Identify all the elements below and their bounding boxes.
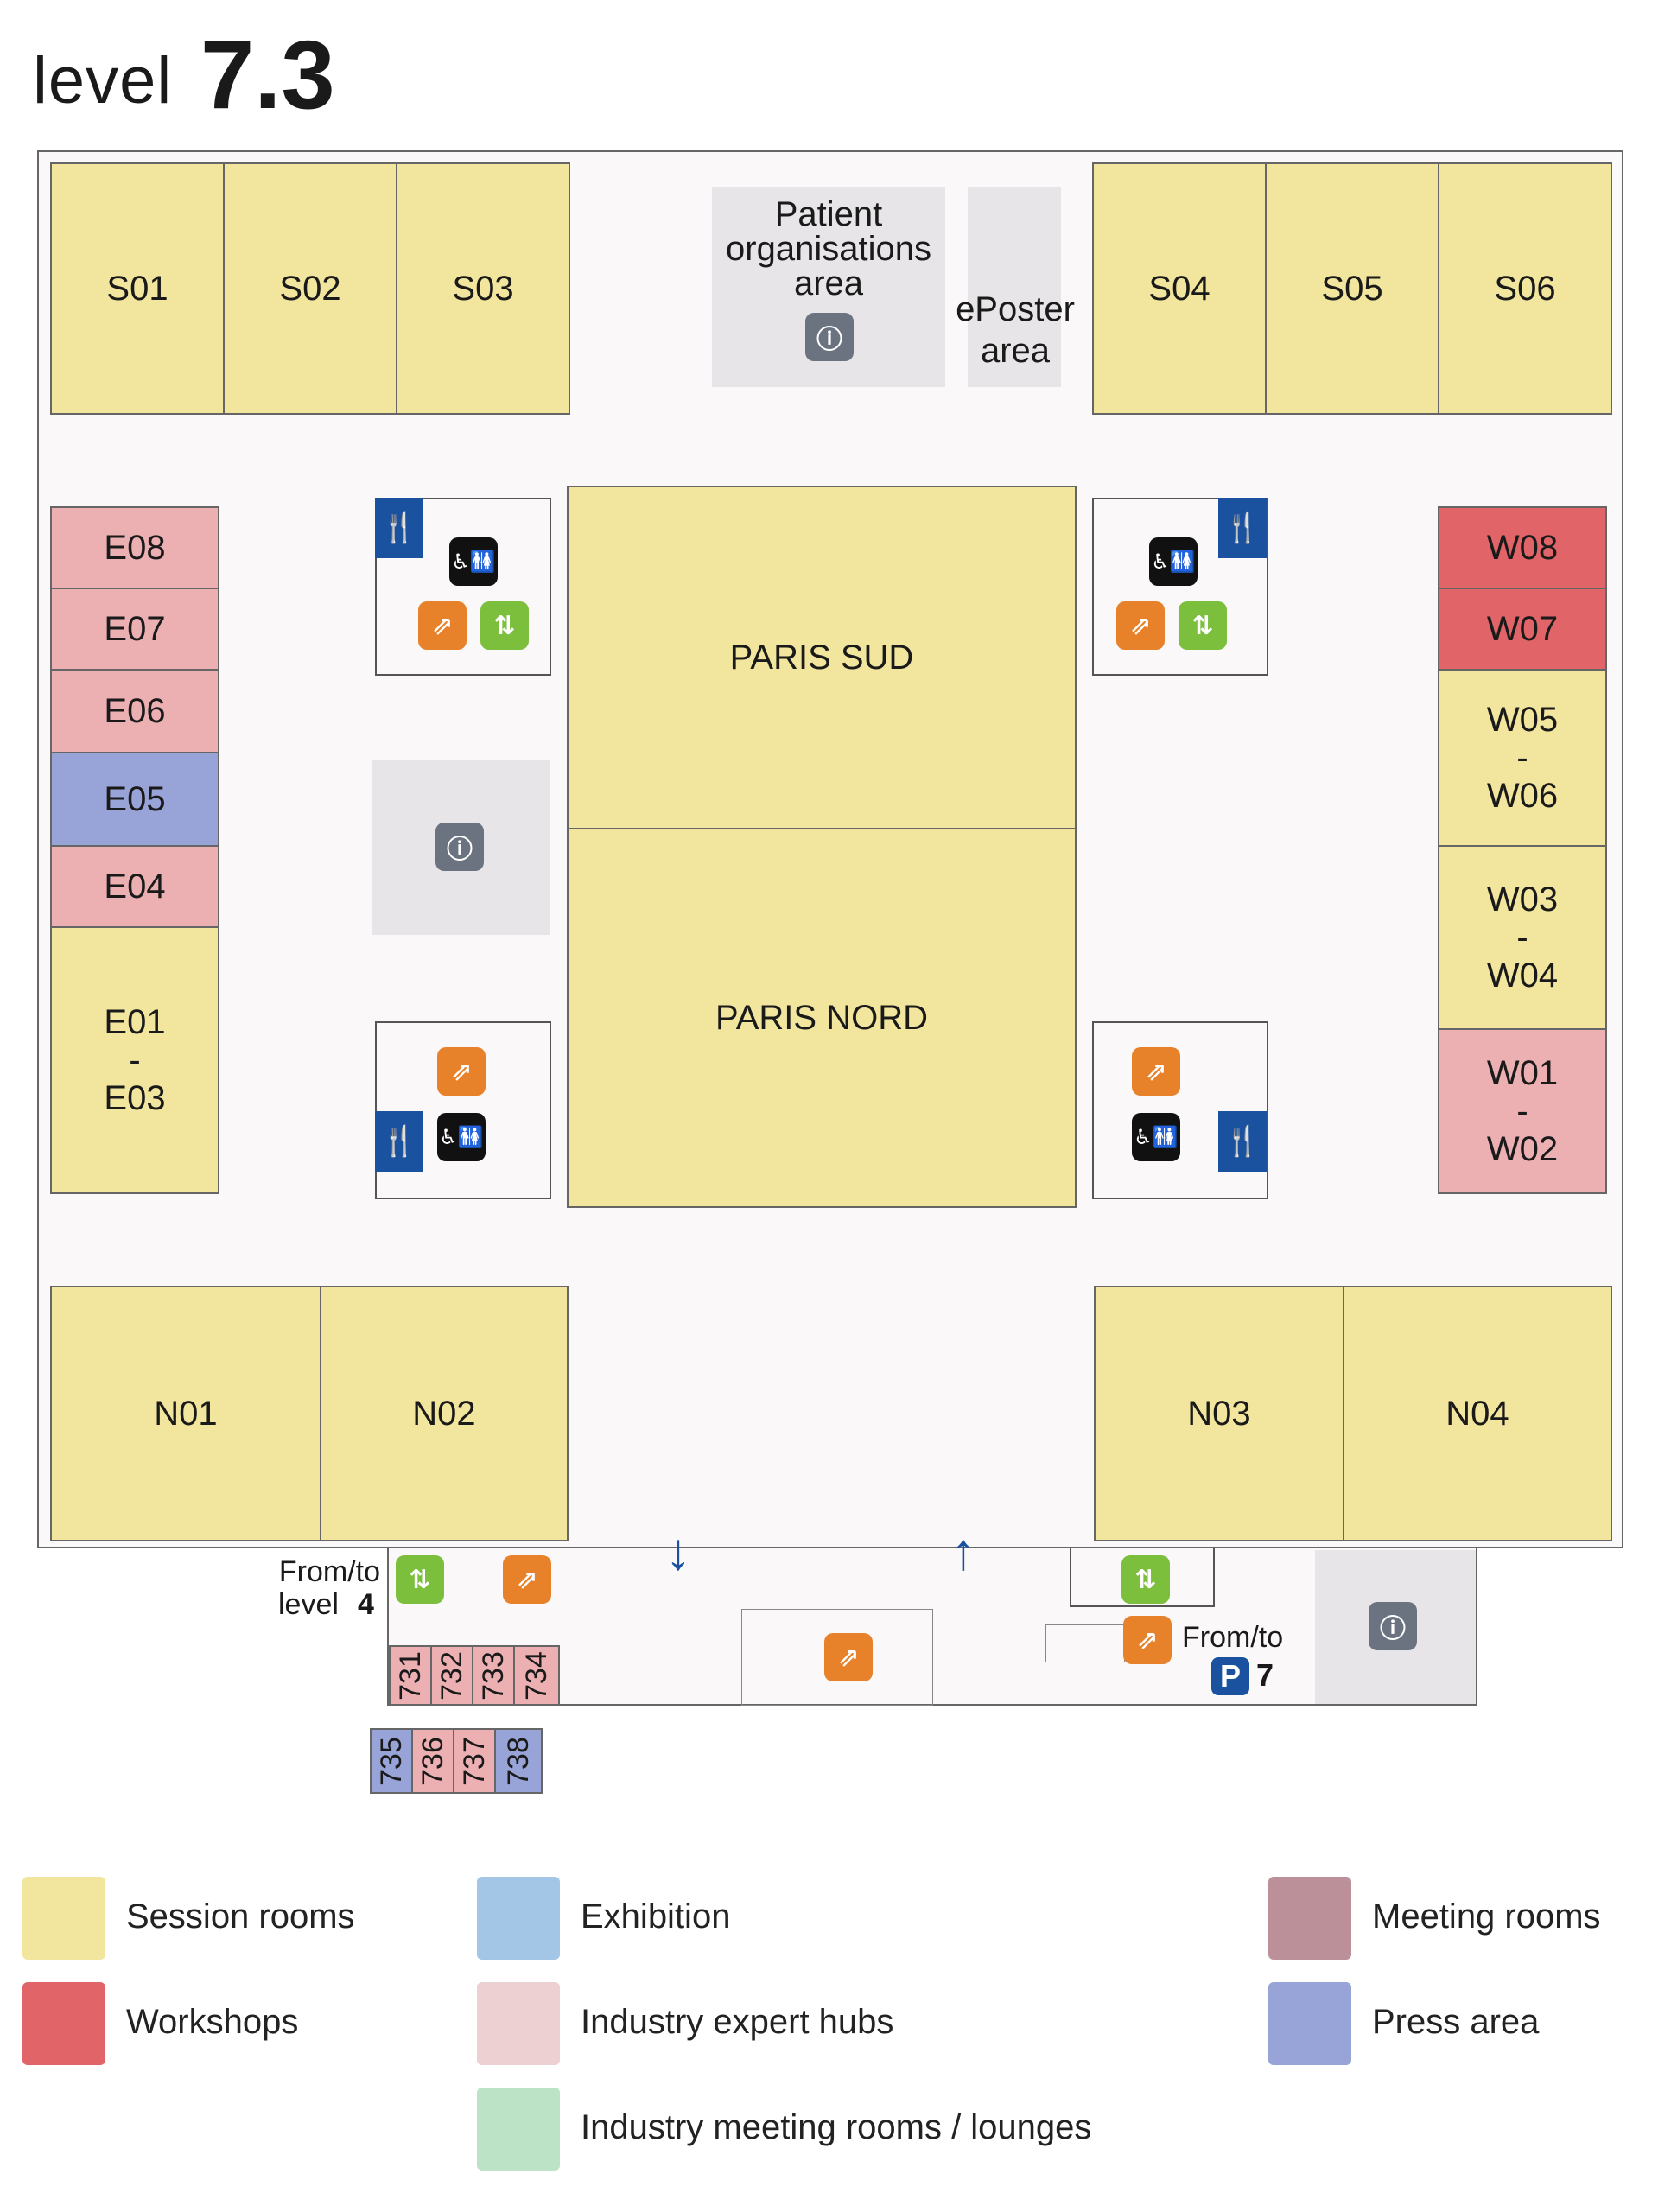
room-734[interactable]: 734 <box>513 1645 560 1706</box>
room-w07[interactable]: W07 <box>1438 588 1607 671</box>
arrow-down-icon: ↓ <box>665 1522 691 1580</box>
info-desk-icon: ⓘ <box>435 823 484 871</box>
room-s05[interactable]: S05 <box>1265 162 1439 415</box>
escalator-frame <box>1045 1624 1125 1662</box>
legend-label-press: Press area <box>1372 2003 1540 2041</box>
legend-swatch-workshops <box>22 1982 105 2065</box>
toilets-icon: ♿🚻 <box>1149 537 1198 586</box>
room-s02[interactable]: S02 <box>223 162 397 415</box>
toilets-icon: ♿🚻 <box>1132 1113 1180 1161</box>
escalator-icon: ⇗ <box>1116 601 1165 650</box>
level-word-label: level <box>278 1588 339 1621</box>
room-s03[interactable]: S03 <box>396 162 570 415</box>
room-e08[interactable]: E08 <box>50 506 219 589</box>
from-to-level-label: From/to <box>278 1555 380 1588</box>
room-738[interactable]: 738 <box>494 1728 543 1794</box>
room-w08[interactable]: W08 <box>1438 506 1607 589</box>
eposter-area[interactable]: ePoster area <box>956 290 1075 370</box>
lift-icon: ⇅ <box>396 1555 444 1604</box>
legend-swatch-meeting-rooms <box>1268 1877 1351 1960</box>
room-733[interactable]: 733 <box>472 1645 515 1706</box>
legend-swatch-expert-hubs <box>477 1982 560 2065</box>
legend-label-industry-meeting: Industry meeting rooms / lounges <box>581 2108 1092 2146</box>
level-word: level <box>33 44 173 118</box>
level-number: 7.3 <box>200 21 335 129</box>
room-w05-w06[interactable]: W05 - W06 <box>1438 669 1607 847</box>
room-e06[interactable]: E06 <box>50 669 219 753</box>
room-s06[interactable]: S06 <box>1438 162 1612 415</box>
service-core-ne <box>1092 498 1268 676</box>
room-737[interactable]: 737 <box>453 1728 496 1794</box>
service-core-sw <box>375 1021 551 1199</box>
escalator-icon: ⇗ <box>503 1555 551 1604</box>
lift-lobby <box>1070 1548 1215 1607</box>
room-n03[interactable]: N03 <box>1094 1286 1344 1541</box>
room-w01-w02[interactable]: W01 - W02 <box>1438 1028 1607 1194</box>
level-number-label: 4 <box>358 1588 374 1621</box>
escalator-icon: ⇗ <box>1123 1616 1172 1664</box>
arrow-up-icon: ↑ <box>950 1522 976 1580</box>
service-core-se <box>1092 1021 1268 1199</box>
from-to-parking-label: From/to <box>1182 1621 1284 1654</box>
info-desk-icon: ⓘ <box>805 313 854 361</box>
room-e07[interactable]: E07 <box>50 588 219 671</box>
lift-icon: ⇅ <box>1121 1555 1170 1604</box>
escalator-icon: ⇗ <box>824 1633 873 1681</box>
room-732[interactable]: 732 <box>430 1645 473 1706</box>
info-desk-icon: ⓘ <box>1369 1602 1417 1650</box>
legend-swatch-press <box>1268 1982 1351 2065</box>
legend-label-expert-hubs: Industry expert hubs <box>581 2003 894 2041</box>
food-icon: 🍴 <box>1218 498 1267 558</box>
legend-label-meeting-rooms: Meeting rooms <box>1372 1897 1601 1936</box>
toilets-icon: ♿🚻 <box>437 1113 486 1161</box>
room-n01[interactable]: N01 <box>50 1286 321 1541</box>
service-core-nw <box>375 498 551 676</box>
food-icon: 🍴 <box>375 498 423 558</box>
room-n02[interactable]: N02 <box>320 1286 569 1541</box>
room-w03-w04[interactable]: W03 - W04 <box>1438 845 1607 1030</box>
room-731[interactable]: 731 <box>389 1645 432 1706</box>
room-paris-nord[interactable]: PARIS NORD <box>567 828 1077 1208</box>
legend-label-workshops: Workshops <box>126 2003 299 2041</box>
legend-swatch-industry-meeting <box>477 2088 560 2171</box>
escalator-icon: ⇗ <box>1132 1047 1180 1096</box>
legend-swatch-exhibition <box>477 1877 560 1960</box>
parking-number: 7 <box>1256 1657 1274 1693</box>
legend-swatch-session <box>22 1877 105 1960</box>
eposter-area-bg <box>968 187 1061 387</box>
escalator-icon: ⇗ <box>437 1047 486 1096</box>
room-e04[interactable]: E04 <box>50 845 219 928</box>
toilets-icon: ♿🚻 <box>449 537 498 586</box>
room-n04[interactable]: N04 <box>1343 1286 1612 1541</box>
room-paris-sud[interactable]: PARIS SUD <box>567 486 1077 830</box>
room-e05[interactable]: E05 <box>50 752 219 847</box>
food-icon: 🍴 <box>1218 1111 1267 1172</box>
room-736[interactable]: 736 <box>411 1728 454 1794</box>
room-e01-e03[interactable]: E01 - E03 <box>50 926 219 1194</box>
legend-label-exhibition: Exhibition <box>581 1897 731 1936</box>
lift-icon: ⇅ <box>1179 601 1227 650</box>
lift-icon: ⇅ <box>480 601 529 650</box>
escalator-icon: ⇗ <box>418 601 467 650</box>
room-s01[interactable]: S01 <box>50 162 225 415</box>
room-s04[interactable]: S04 <box>1092 162 1267 415</box>
room-735[interactable]: 735 <box>370 1728 413 1794</box>
food-icon: 🍴 <box>375 1111 423 1172</box>
parking-icon: P <box>1211 1657 1249 1695</box>
legend-label-session: Session rooms <box>126 1897 355 1936</box>
escalator-area <box>741 1609 933 1706</box>
